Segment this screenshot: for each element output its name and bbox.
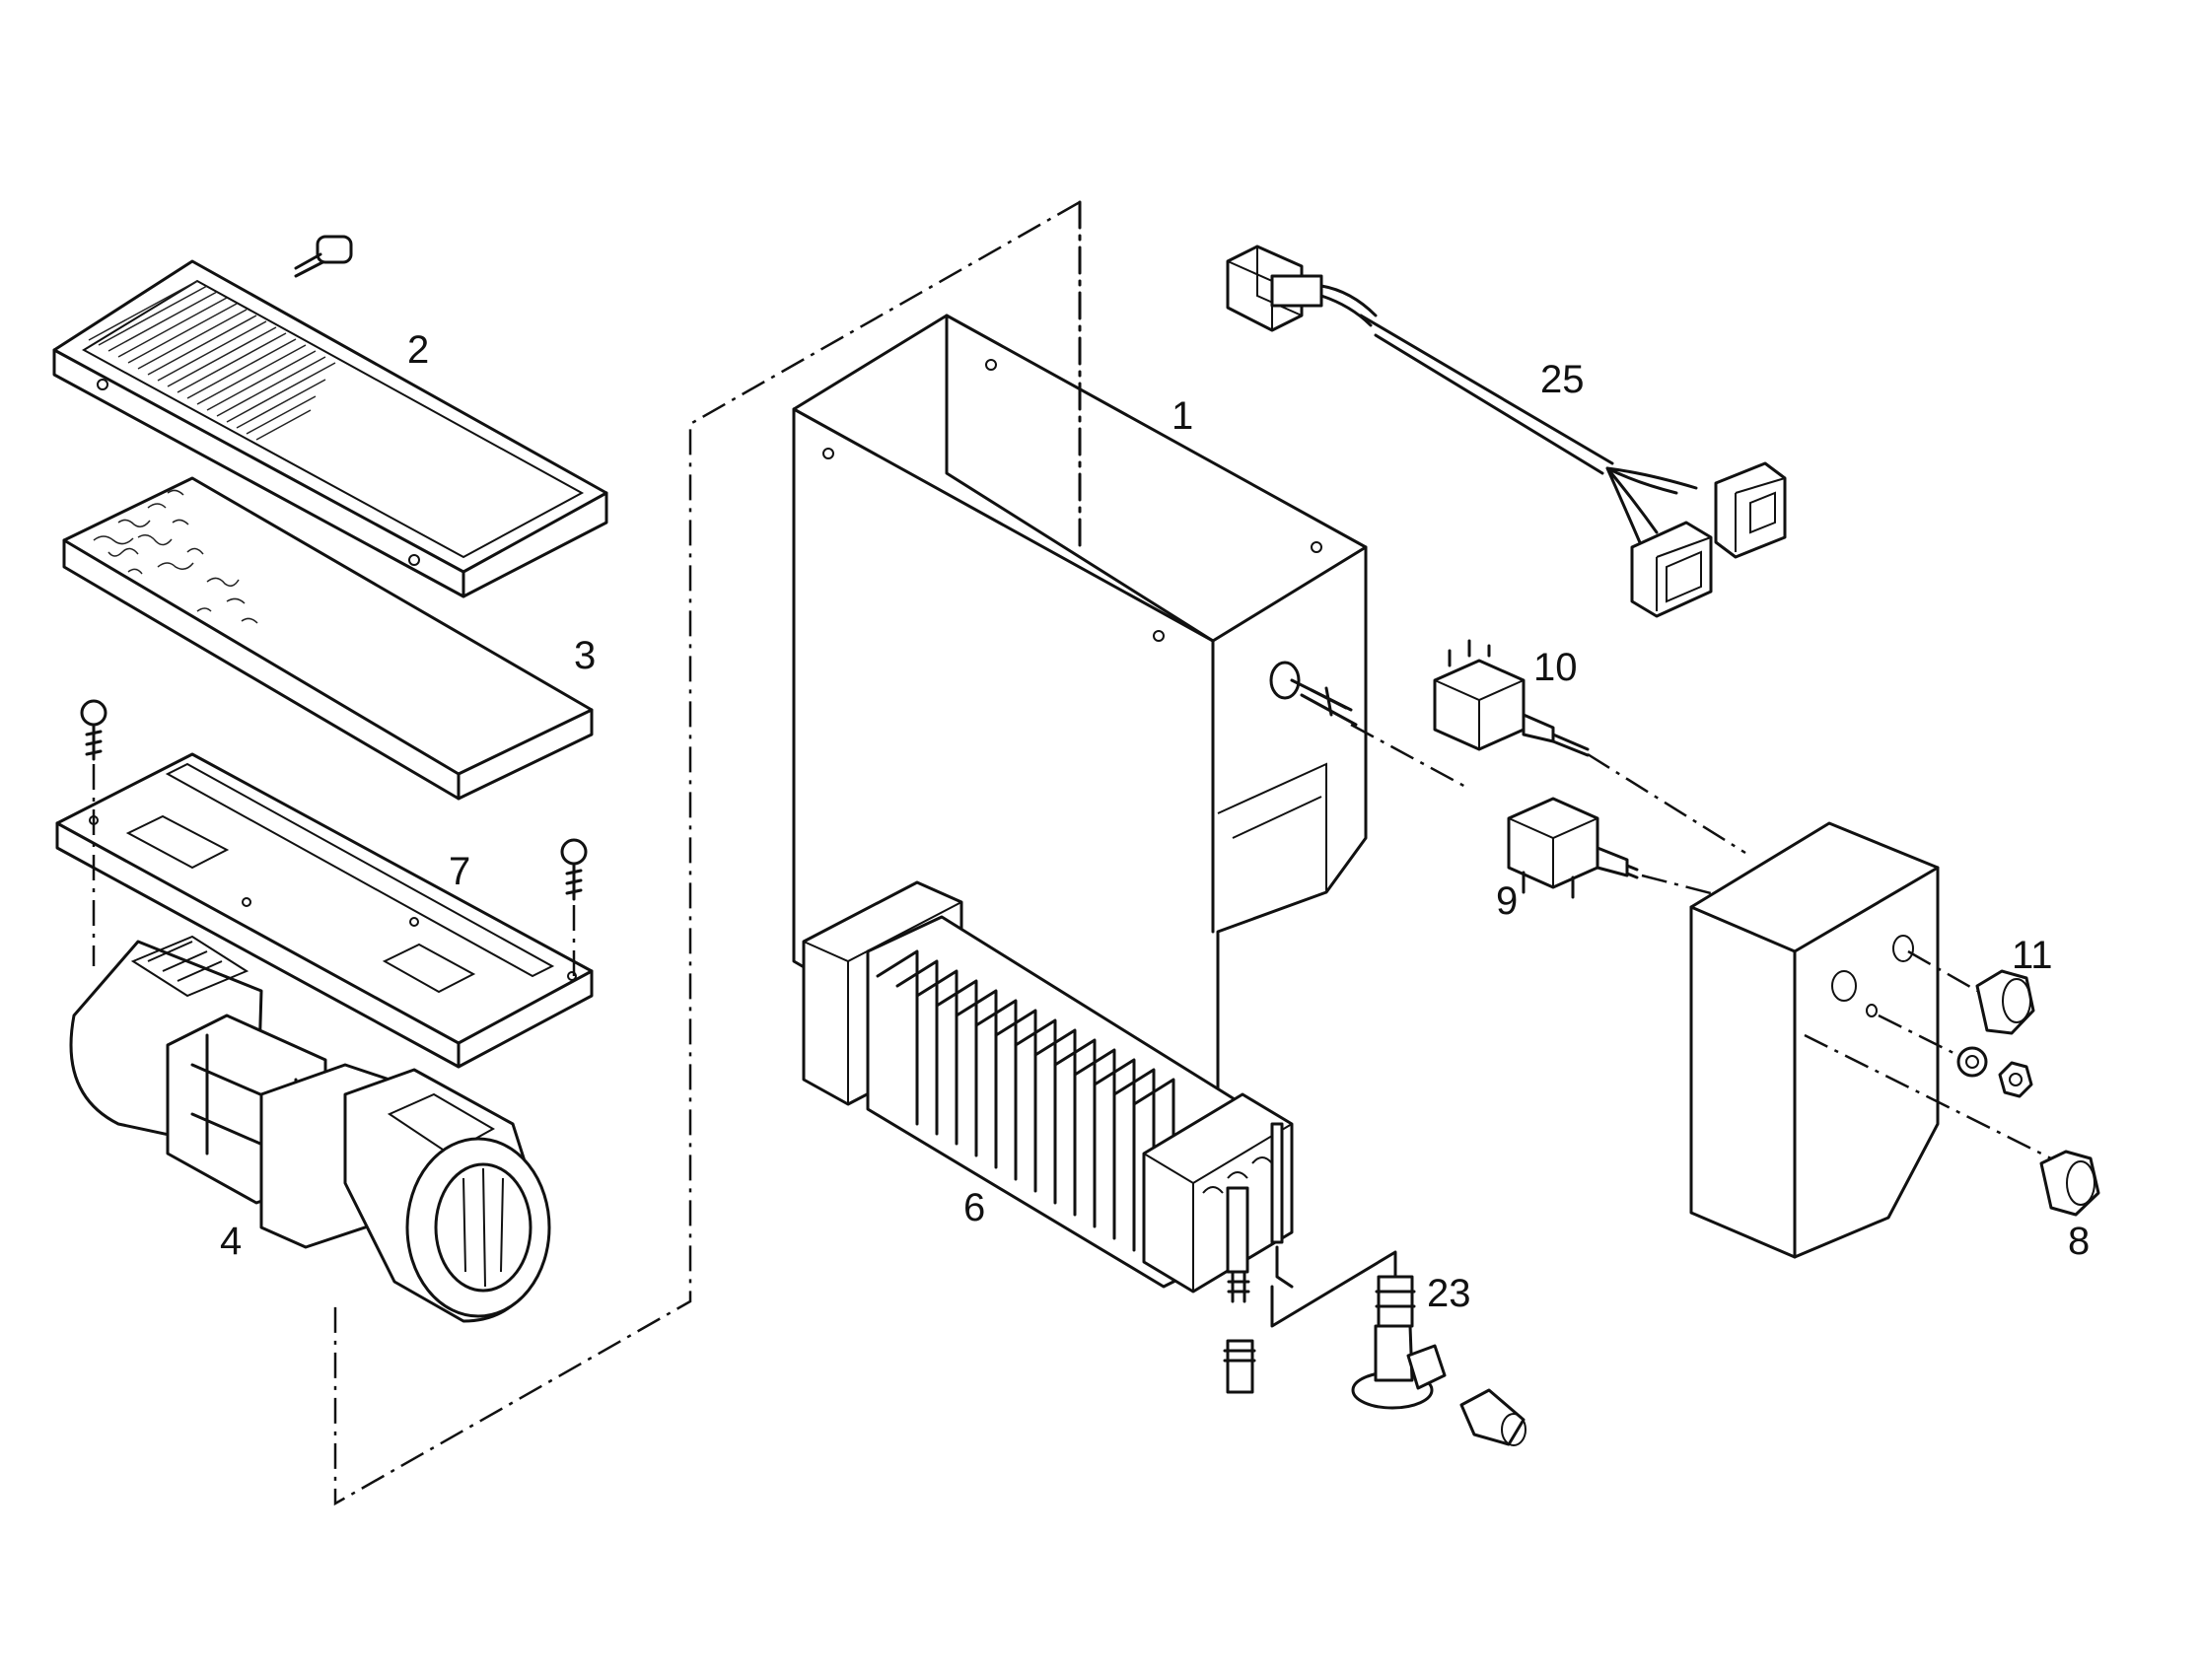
screw-left-part-7	[80, 699, 107, 966]
part-7-mounting-plate	[55, 752, 594, 1069]
callout-25: 25	[1540, 358, 1585, 401]
part-6-heater-core	[802, 880, 1294, 1394]
callout-4: 4	[220, 1220, 242, 1263]
callout-3: 3	[574, 634, 596, 677]
screw-part-2	[294, 235, 353, 270]
callout-23: 23	[1427, 1272, 1471, 1315]
assembly-boundary-line	[333, 200, 1081, 1506]
callout-8: 8	[2068, 1220, 2090, 1263]
part-4-blower-motor	[69, 935, 551, 1323]
callout-2: 2	[407, 328, 429, 372]
control-box	[1689, 821, 2062, 1259]
washer-and-nut	[1956, 1046, 2033, 1098]
part-3-filter-pad	[62, 476, 594, 801]
callout-7: 7	[449, 850, 470, 893]
callout-10: 10	[1533, 646, 1578, 689]
part-25-wiring-harness	[1226, 245, 1787, 618]
part-2-filter-frame	[52, 256, 608, 598]
callout-6: 6	[963, 1186, 985, 1229]
part-11-knob	[1975, 969, 2035, 1035]
callout-11: 11	[2012, 934, 2053, 977]
part-10-switch	[1350, 639, 1746, 855]
screw-right-part-7	[560, 838, 588, 976]
part-23-fittings	[1270, 1250, 1526, 1446]
part-9-potentiometer	[1507, 797, 1746, 904]
callout-9: 9	[1496, 879, 1518, 923]
part-8-knob	[2039, 1150, 2100, 1217]
callout-1: 1	[1172, 394, 1193, 438]
